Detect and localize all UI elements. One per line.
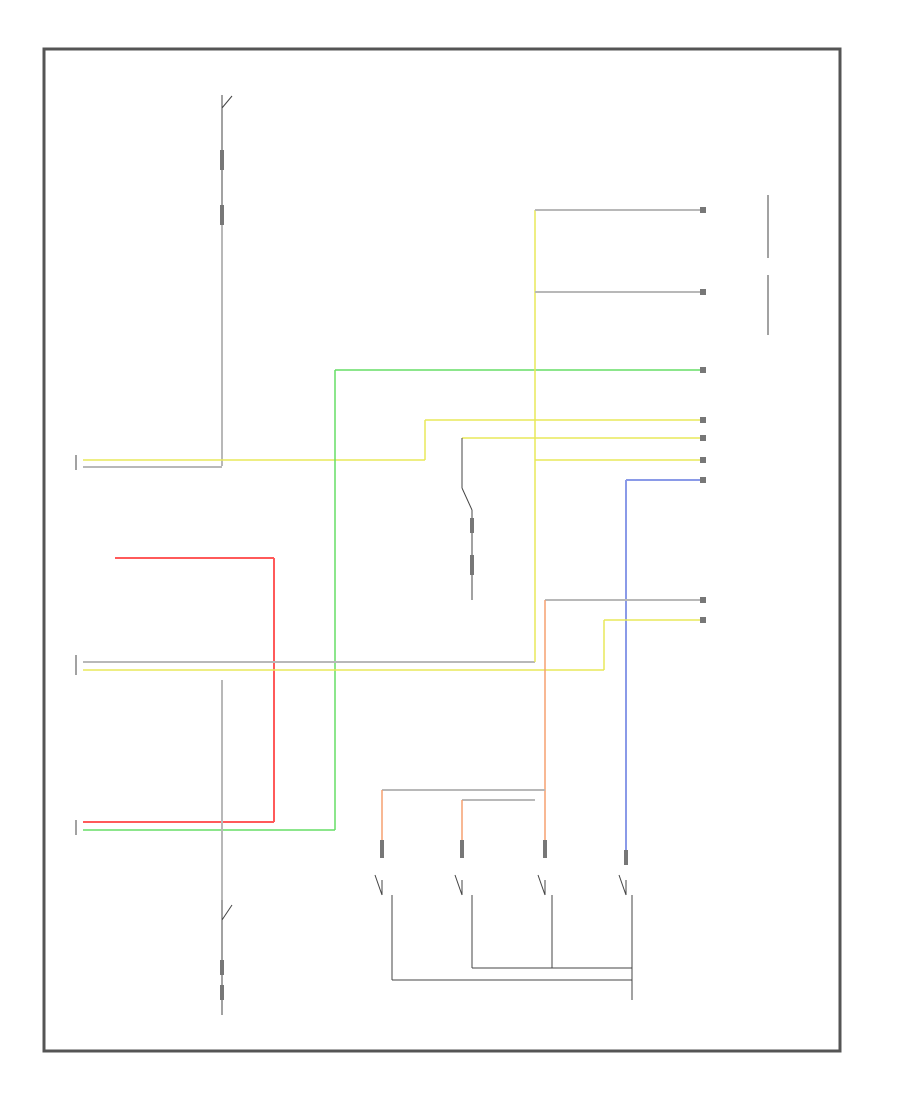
red-wire [83,557,275,823]
green-wire [75,369,700,835]
bottom-switch-bank [374,789,633,1000]
top-switch-branch [220,95,233,466]
lower-right-module [545,597,706,670]
center-relay [461,437,700,600]
left-wire-group-upper [75,455,425,470]
blue-wire [624,479,700,865]
yellow-wire-to-connector [424,419,700,460]
diagram-frame [42,47,842,1053]
right-yellow-trunk [534,209,700,662]
peach-wire [543,600,547,858]
bottom-left-switch [220,680,233,1015]
left-wire-group-lower [75,655,604,675]
right-connector-pins [700,367,706,483]
right-connector-top [700,195,769,335]
